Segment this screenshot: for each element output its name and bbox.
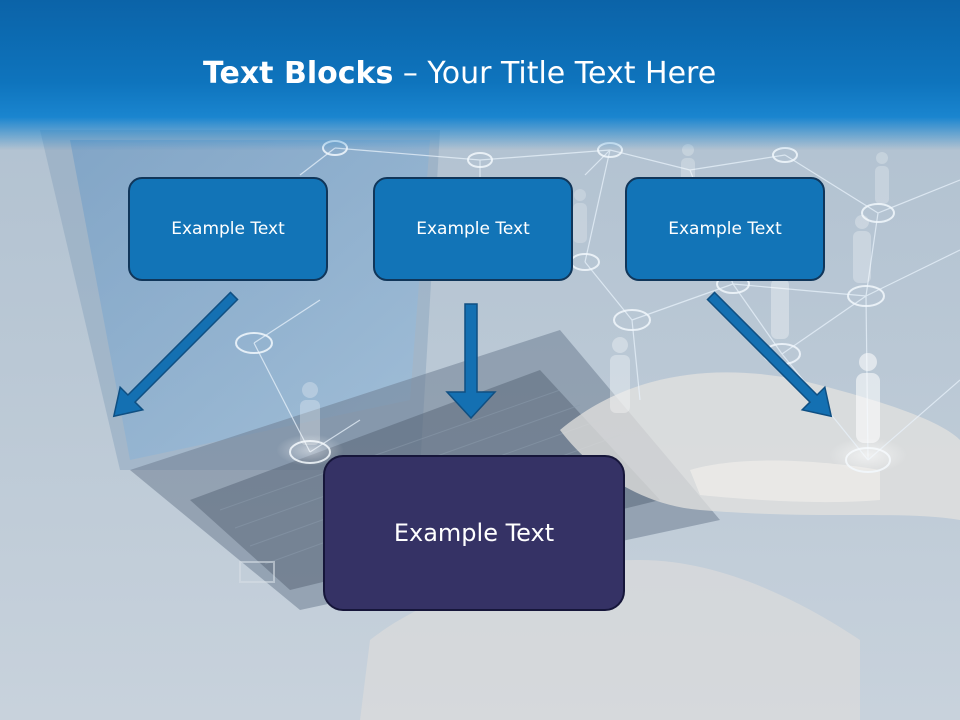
arrow-center xyxy=(445,303,497,420)
text-block-1-label: Example Text xyxy=(171,219,285,239)
arrow-left xyxy=(112,291,239,418)
arrow-right xyxy=(706,291,833,418)
text-block-1[interactable]: Example Text xyxy=(128,177,328,281)
title-separator: – xyxy=(393,56,428,91)
header-band xyxy=(0,0,960,150)
text-block-3[interactable]: Example Text xyxy=(625,177,825,281)
text-block-2-label: Example Text xyxy=(416,219,530,239)
text-block-main[interactable]: Example Text xyxy=(323,455,625,611)
text-block-2[interactable]: Example Text xyxy=(373,177,573,281)
title-rest: Your Title Text Here xyxy=(427,56,717,91)
text-block-main-label: Example Text xyxy=(393,519,555,547)
text-block-3-label: Example Text xyxy=(668,219,782,239)
slide-title: Text Blocks – Your Title Text Here xyxy=(203,56,716,91)
title-bold: Text Blocks xyxy=(203,56,394,91)
